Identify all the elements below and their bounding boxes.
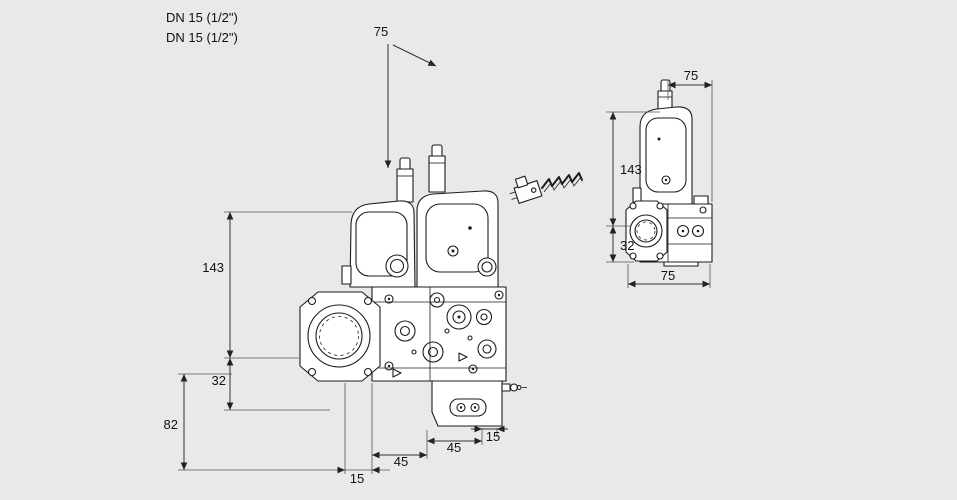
dim-label-side-port-offset: 32 bbox=[620, 238, 634, 253]
valve-body bbox=[371, 286, 507, 382]
flow-arrow-icon bbox=[392, 368, 402, 378]
dim-label-main-lower-height: 82 bbox=[164, 417, 178, 432]
connector-plug-and-cable bbox=[509, 172, 583, 204]
dim-label-bottom-15-right: 15 bbox=[486, 429, 500, 444]
dim-label-bottom-45-left: 45 bbox=[394, 454, 408, 469]
actuator-right bbox=[416, 190, 499, 288]
dim-label-side-bottom-width: 75 bbox=[661, 268, 675, 283]
dim-label-main-axis-spacing: 75 bbox=[374, 24, 388, 39]
dimension-lines-side-view bbox=[606, 80, 713, 288]
dim-label-side-top-width: 75 bbox=[684, 68, 698, 83]
dim-label-bottom-15-left: 15 bbox=[350, 471, 364, 486]
dimension-lines-front-view bbox=[178, 44, 508, 474]
dim-label-main-port-offset: 32 bbox=[212, 373, 226, 388]
label-dn-connection-2: DN 15 (1/2") bbox=[166, 30, 238, 45]
dim-label-main-height: 143 bbox=[202, 260, 224, 275]
valve-body-ports bbox=[384, 290, 504, 378]
inlet-flange bbox=[299, 291, 381, 382]
actuator-left bbox=[341, 200, 416, 288]
side-view-valve-drawing bbox=[625, 79, 713, 267]
lower-block bbox=[431, 380, 527, 427]
label-dn-connection-1: DN 15 (1/2") bbox=[166, 10, 238, 25]
side-flange bbox=[625, 200, 668, 262]
front-view-valve-drawing bbox=[299, 144, 527, 427]
solenoid-stub-left bbox=[396, 157, 414, 203]
side-actuator bbox=[632, 106, 693, 205]
flow-arrow-icon bbox=[458, 352, 468, 362]
dim-label-bottom-45-right: 45 bbox=[447, 440, 461, 455]
dim-label-side-height: 143 bbox=[620, 162, 642, 177]
solenoid-stub-right bbox=[428, 144, 446, 193]
annotation-labels: DN 15 (1/2") DN 15 (1/2") 75 143 32 82 1… bbox=[164, 10, 699, 486]
cable-icon bbox=[541, 172, 583, 189]
